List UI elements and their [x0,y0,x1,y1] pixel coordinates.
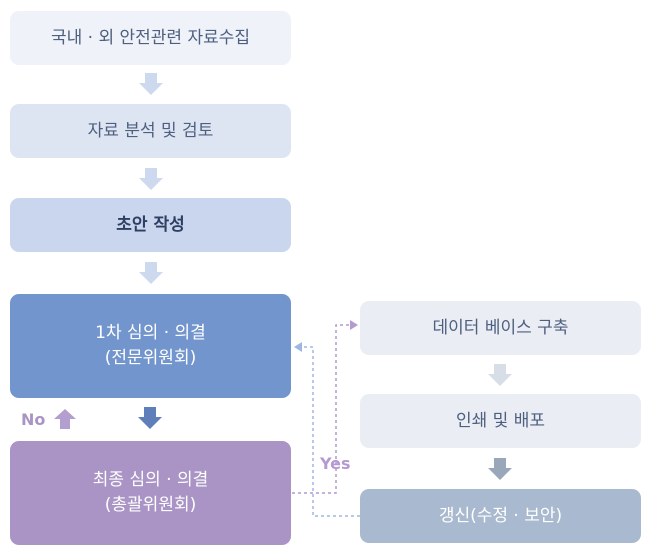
yes-label: Yes [320,454,351,473]
step-update: 갱신(수정 · 보안) [360,489,641,543]
step-print: 인쇄 및 배포 [360,394,641,448]
step-draft: 초안 작성 [10,198,291,252]
update-feedback-connector [302,346,360,517]
arrow-down-icon [488,458,512,480]
step-analyze-label: 자료 분석 및 검토 [87,120,214,141]
feedback-arrowhead [294,342,302,352]
step-collect: 국내 · 외 안전관련 자료수집 [10,11,291,65]
step-print-label: 인쇄 및 배포 [455,410,545,431]
arrow-down-icon [138,407,162,429]
arrow-down-icon [139,262,163,284]
step-draft-label: 초안 작성 [116,214,185,235]
arrow-up-icon [54,409,76,429]
final-review-title: 최종 심의 · 의결 [92,470,209,491]
final-review-committee: (총괄위원회) [104,495,197,515]
step-analyze: 자료 분석 및 검토 [10,104,291,158]
first-review-title: 1차 심의 · 의결 [95,323,206,344]
step-first-review: 1차 심의 · 의결 (전문위원회) [10,294,291,398]
yes-arrowhead [350,320,358,330]
step-database: 데이터 베이스 구축 [360,301,641,355]
no-label: No [21,410,46,429]
arrow-down-icon [139,168,163,190]
step-update-label: 갱신(수정 · 보안) [438,505,563,526]
arrow-down-icon [139,73,163,95]
step-database-label: 데이터 베이스 구축 [432,317,569,338]
yes-connector [292,324,352,494]
step-final-review: 최종 심의 · 의결 (총괄위원회) [10,441,291,545]
step-collect-label: 국내 · 외 안전관련 자료수집 [50,27,251,48]
first-review-committee: (전문위원회) [104,348,197,368]
arrow-down-icon [488,364,512,386]
